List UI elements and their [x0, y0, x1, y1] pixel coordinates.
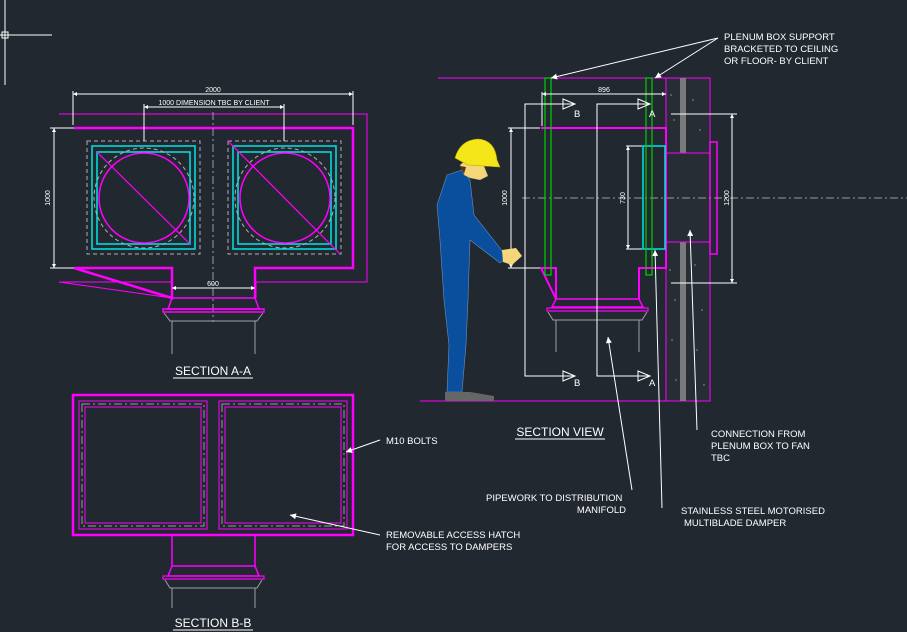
wall	[665, 77, 718, 402]
marker-a-bottom: A	[649, 378, 656, 389]
marker-a-top: A	[649, 109, 656, 120]
damper	[642, 145, 666, 250]
section-bb: SECTION B-B	[71, 393, 355, 631]
support-note-2: BRACKETED TO CEILING	[724, 44, 838, 55]
annotations: PLENUM BOX SUPPORT BRACKETED TO CEILING …	[386, 32, 838, 553]
worker-figure	[436, 138, 522, 401]
access-hatch-right	[218, 400, 348, 530]
annotation-leaders	[289, 37, 719, 536]
marker-b-top: B	[574, 109, 580, 120]
dim-height: 1000	[502, 190, 509, 206]
section-aa: 2000 1000 DIMENSION TBC BY CLIENT 1000 6…	[45, 87, 368, 379]
damper-right	[227, 140, 342, 255]
dim-damper: 730	[620, 192, 627, 204]
damper-note-2: MULTIBLADE DAMPER	[684, 518, 786, 529]
support-note-1: PLENUM BOX SUPPORT	[724, 32, 835, 43]
dim-centres: 1000 DIMENSION TBC BY CLIENT	[159, 100, 271, 107]
connection-note-2: PLENUM BOX TO FAN	[711, 441, 810, 452]
dim-width: 896	[598, 87, 610, 94]
damper-note-1: STAINLESS STEEL MOTORISED	[681, 506, 825, 517]
hatch-note-2: FOR ACCESS TO DAMPERS	[386, 542, 512, 553]
pipework-note-2: MANIFOLD	[577, 505, 626, 516]
support-note-3: OR FLOOR- BY CLIENT	[724, 56, 829, 67]
plenum-box	[539, 127, 667, 352]
access-hatch-left	[78, 400, 208, 530]
marker-b-bottom: B	[574, 378, 580, 389]
dim-opening: 1200	[724, 190, 731, 206]
section-bb-title: SECTION B-B	[175, 616, 252, 630]
dimensions-section	[508, 92, 737, 284]
bolts-note: M10 BOLTS	[386, 436, 438, 447]
section-view: B B A A 896 1000 730 1200 SECTION VIEW	[420, 77, 907, 440]
section-aa-title: SECTION A-A	[175, 364, 251, 378]
dim-overall-width: 2000	[205, 87, 221, 94]
connection-note-1: CONNECTION FROM	[711, 429, 806, 440]
connection-note-3: TBC	[711, 453, 730, 464]
fan-transition	[162, 297, 265, 354]
crosshair-cursor	[0, 0, 52, 85]
support-rods	[544, 77, 653, 276]
damper-left	[86, 140, 201, 255]
hatch-note-1: REMOVABLE ACCESS HATCH	[386, 530, 520, 541]
section-view-title: SECTION VIEW	[516, 425, 604, 439]
dim-outlet: 600	[207, 281, 219, 288]
pipework-note-1: PIPEWORK TO DISTRIBUTION	[486, 493, 622, 504]
section-markers	[524, 98, 652, 382]
dimensions-aa	[50, 91, 354, 290]
dim-height: 1000	[45, 190, 52, 206]
